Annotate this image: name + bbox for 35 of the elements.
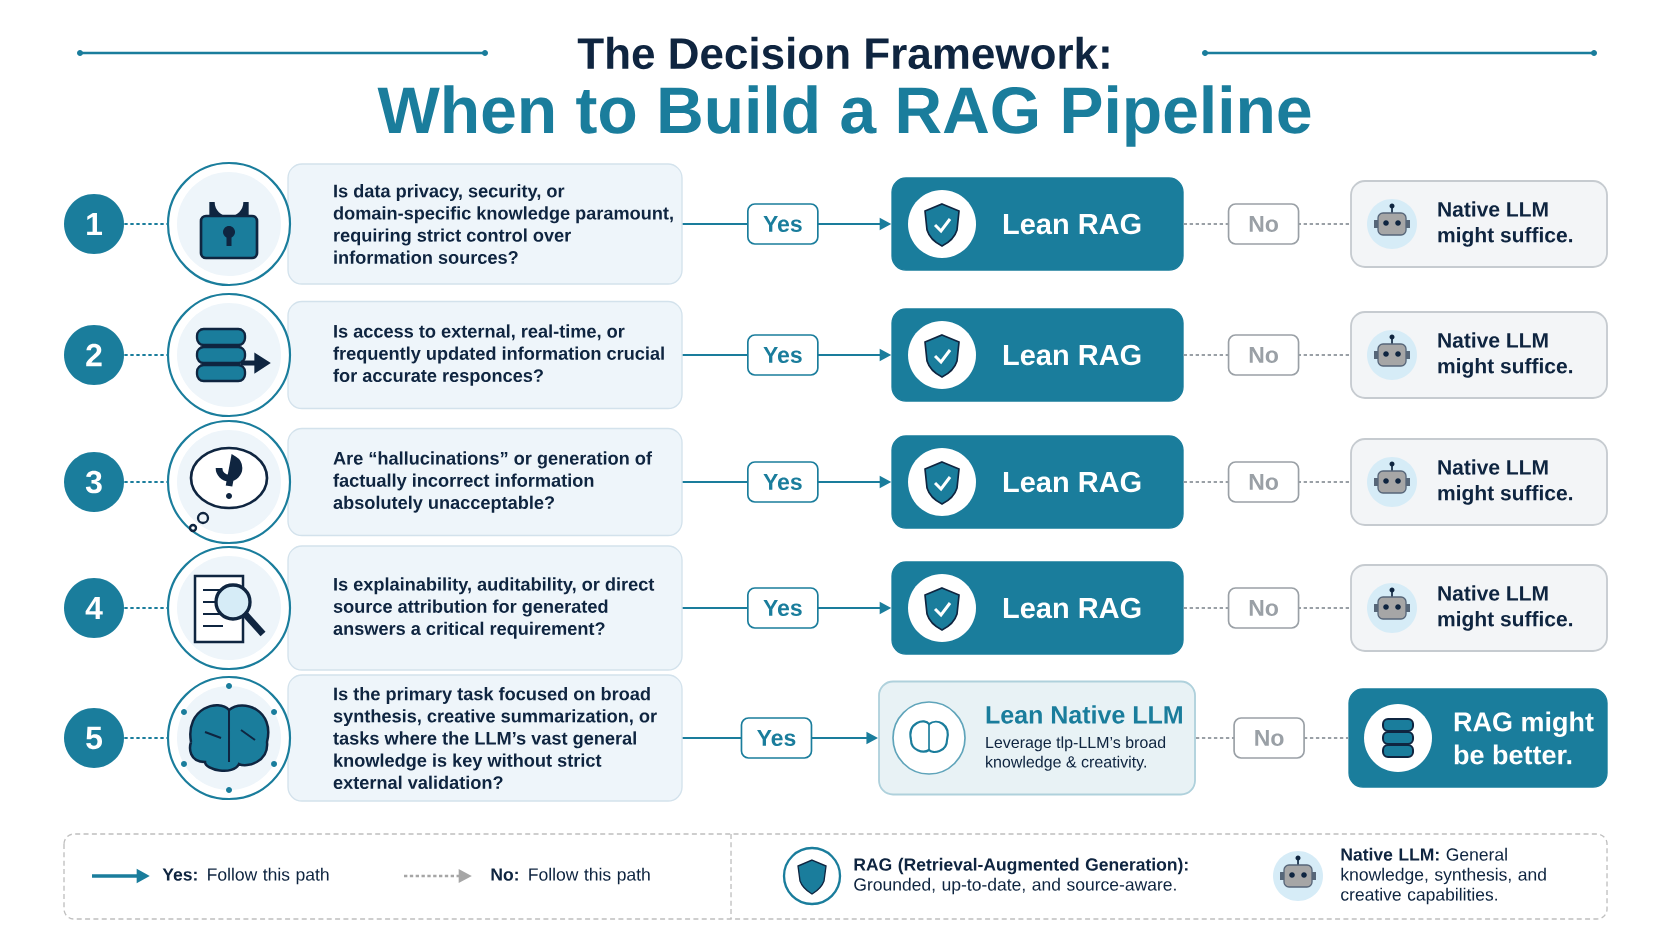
edge-label: Yes: [747, 461, 819, 503]
heading: The Decision Framework:: [577, 36, 1109, 70]
step-number: 1: [64, 194, 124, 254]
edge-label: Yes: [747, 334, 819, 376]
legend-text: No: Follow this path: [491, 867, 650, 885]
connector: [124, 353, 167, 357]
connector: [124, 736, 167, 740]
step-number: 5: [64, 708, 124, 768]
title: When to Build a RAG Pipeline: [377, 85, 1311, 147]
edge-label: Yes: [747, 587, 819, 629]
edge-label: No: [1227, 587, 1300, 629]
step-number: 3: [64, 452, 124, 512]
legend-text: RAG (Retrieval-Augmented Generation): Grounded, up-to-date, and source-aware.: [854, 857, 1188, 895]
step-number: 4: [64, 578, 124, 638]
connector: [124, 606, 167, 610]
edge-label: No: [1227, 334, 1300, 376]
edge-label: Yes: [740, 717, 813, 759]
edge-label: No: [1233, 717, 1305, 759]
edge-label: Yes: [747, 203, 819, 245]
question-box: Is data privacy, security, or domain-specific knowledge paramount, requiring strict control over information sources?: [287, 163, 683, 285]
edge-label: No: [1227, 461, 1300, 503]
question-box: Are “hallucinations” or generation of factually incorrect information absolutely unacceptable?: [287, 427, 683, 537]
outcome-box: Native LLM might suffice.: [1350, 564, 1608, 652]
legend-text: Native LLM: General knowledge, synthesis, and creative capabilities.: [1341, 847, 1546, 905]
question-box: Is explainability, auditability, or direct source attribution for generated answers a critical requirement?: [287, 545, 683, 671]
outcome-box: Native LLM might suffice.: [1350, 311, 1608, 399]
outcome-box: Native LLM might suffice.: [1350, 180, 1608, 268]
outcome-box: Native LLM might suffice.: [1350, 438, 1608, 526]
step-number: 2: [64, 325, 124, 385]
connector: [124, 480, 167, 484]
question-box: Is access to external, real-time, or frequently updated information crucial for accurate responces?: [287, 300, 683, 410]
connector: [124, 222, 167, 226]
question-box: Is the primary task focused on broad synthesis, creative summarization, or tasks where the LLM’s vast general knowledge is key without strict external validation?: [287, 674, 683, 802]
legend-text: Yes: Follow this path: [162, 867, 329, 885]
edge-label: No: [1227, 203, 1300, 245]
